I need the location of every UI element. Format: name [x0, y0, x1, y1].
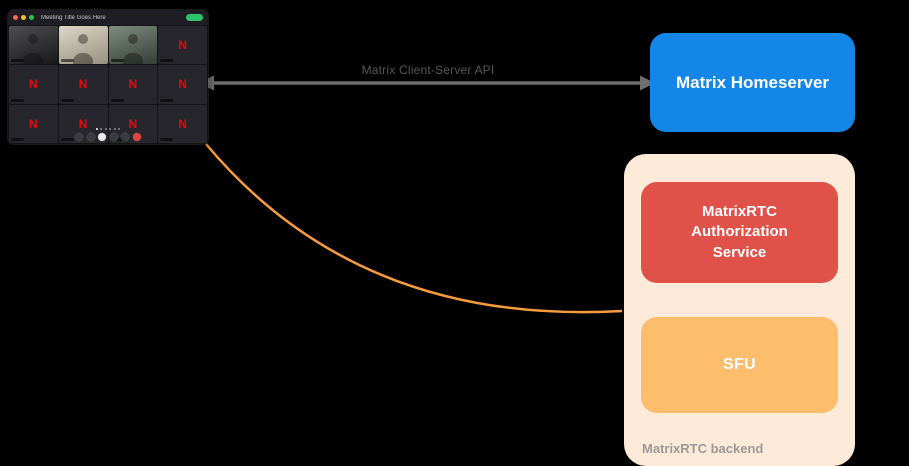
auth-service-box: MatrixRTC Authorization Service — [641, 182, 838, 283]
call-window-screenshot: Meeting Title Goes Here N N N N N N N N … — [8, 10, 208, 144]
video-tile-person — [58, 26, 108, 65]
window-title: Meeting Title Goes Here — [41, 14, 106, 21]
video-tile-grid: N N N N N N N N N — [9, 26, 207, 143]
avatar-letter: N — [78, 77, 88, 92]
zoom-window-icon — [29, 15, 34, 20]
page-dot-icon — [118, 128, 121, 130]
participant-name-pill — [11, 137, 24, 141]
avatar-letter: N — [29, 77, 38, 92]
invite-badge — [186, 14, 203, 21]
page-dot-icon — [113, 128, 116, 130]
homeserver-box: Matrix Homeserver — [650, 33, 855, 132]
page-indicator-dots — [8, 128, 208, 130]
participant-name-pill — [110, 98, 124, 102]
sfu-label: SFU — [723, 356, 756, 373]
call-controls-bar — [8, 133, 208, 141]
participant-name-pill — [160, 98, 174, 102]
video-tile-avatar: N — [9, 65, 58, 104]
page-dot-icon — [109, 128, 112, 130]
participant-name-pill — [60, 137, 74, 141]
backend-label: MatrixRTC backend — [642, 441, 764, 456]
avatar-letter: N — [29, 116, 38, 131]
backend-container: MatrixRTC Authorization Service SFU Matr… — [624, 154, 855, 466]
homeserver-label: Matrix Homeserver — [675, 72, 830, 92]
avatar-letter: N — [78, 116, 88, 131]
screenshare-button-icon — [98, 133, 107, 141]
more-options-button-icon — [121, 133, 130, 141]
participant-name-pill — [11, 98, 24, 102]
camera-button-icon — [86, 133, 95, 141]
video-tile-avatar: N — [158, 104, 207, 143]
sfu-box: SFU — [641, 317, 838, 413]
participant-name-pill — [160, 59, 174, 63]
page-dot-icon — [100, 128, 103, 130]
microphone-button-icon — [75, 133, 84, 141]
avatar-letter: N — [178, 77, 187, 92]
video-tile-avatar: N — [108, 65, 158, 104]
sfu-connector-curve — [205, 143, 623, 314]
arrow-head-right — [640, 75, 655, 91]
participant-name-pill — [60, 59, 74, 63]
avatar-letter: N — [128, 77, 138, 92]
participant-name-pill — [60, 98, 74, 102]
video-tile-avatar: N — [158, 26, 207, 65]
video-tile-avatar: N — [58, 65, 108, 104]
close-window-icon — [13, 15, 18, 20]
participant-name-pill — [110, 59, 124, 63]
page-dot-icon — [95, 128, 98, 130]
video-tile-avatar: N — [158, 65, 207, 104]
page-dot-icon — [104, 128, 107, 130]
chat-button-icon — [109, 133, 118, 141]
video-tile-person — [108, 26, 158, 65]
participant-name-pill — [11, 59, 24, 63]
auth-service-label: MatrixRTC Authorization Service — [691, 203, 788, 261]
hangup-button-icon — [132, 133, 141, 141]
avatar-letter: N — [178, 116, 187, 131]
arrow-label: Matrix Client-Server API — [361, 63, 495, 77]
avatar-letter: N — [128, 116, 138, 131]
video-tile-avatar: N — [9, 104, 58, 143]
minimize-window-icon — [21, 15, 26, 20]
participant-name-pill — [160, 137, 174, 141]
window-titlebar: Meeting Title Goes Here — [8, 10, 208, 25]
avatar-letter: N — [178, 38, 187, 53]
video-tile-person — [9, 26, 58, 65]
